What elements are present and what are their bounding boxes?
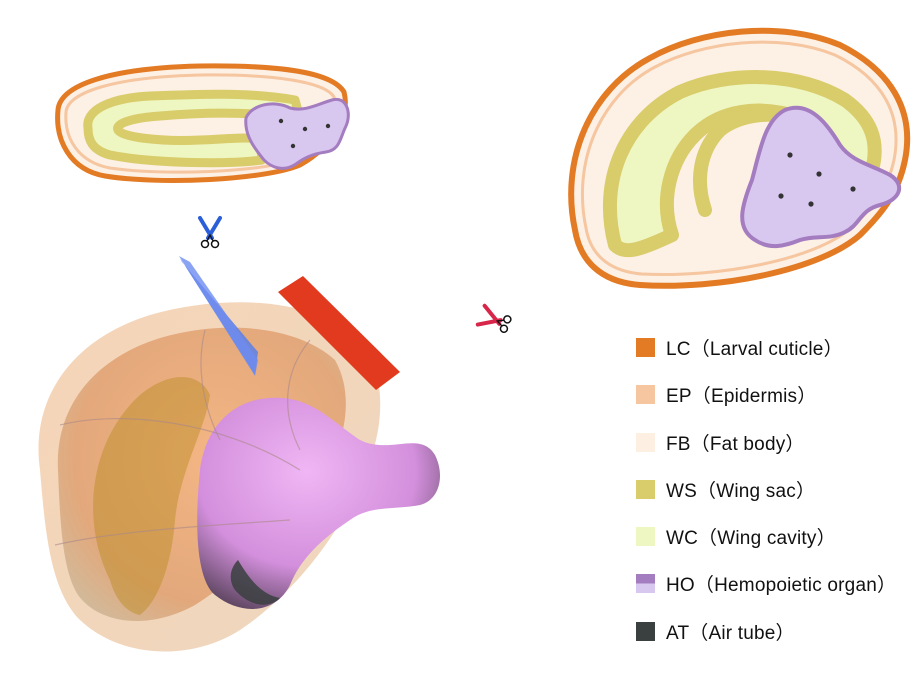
cutting-plane-red [278,276,400,390]
hemopoietic-organ-large [740,105,902,248]
legend-swatch [636,527,655,547]
scissors-icon [198,216,222,249]
legend-label: HO（Hemopoietic organ） [666,575,897,597]
ho-dot [778,193,784,199]
air-tube [230,560,280,605]
contour-line [59,418,301,471]
wing-sac-fold [93,376,210,615]
hemopoietic-organ-3d [197,397,440,609]
contour-line [54,519,291,546]
legend-swatch [636,432,655,452]
scissors-icon [475,303,512,334]
legend-item-ho: HO（Hemopoietic organ） [636,572,921,597]
legend-label: AT（Air tube） [666,622,795,644]
legend-swatch [636,621,655,641]
cross-section-large [568,27,911,289]
wing-sac-small [83,89,305,168]
legend-label: FB（Fat body） [666,433,805,455]
wing-disc-3d-model [38,256,440,652]
legend-label: WS（Wing sac） [666,480,816,502]
ho-dot [302,126,308,132]
legend-swatch [636,385,655,405]
cutting-plane-blue-face [179,256,258,376]
ho-dot [816,171,822,177]
legend-swatch [636,479,655,499]
legend: LC（Larval cuticle） EP（Epidermis） FB（Fat … [636,336,921,667]
legend-item-lc: LC（Larval cuticle） [636,336,921,360]
ho-dot [808,201,814,207]
legend-item-ep: EP（Epidermis） [636,383,921,408]
ho-dot [278,118,284,124]
ho-dot [290,143,296,149]
cross-section-small [55,63,350,183]
legend-swatch [636,338,655,357]
legend-item-at: AT（Air tube） [636,620,921,644]
contour-line [200,329,221,441]
legend-swatch [636,574,655,594]
hemopoietic-organ-small [244,97,350,170]
contour-line [287,339,311,451]
legend-item-wc: WC（Wing cavity） [636,525,921,550]
legend-label: LC（Larval cuticle） [666,339,843,360]
ho-dot [787,152,793,158]
legend-label: EP（Epidermis） [666,386,817,408]
ho-dot [850,186,856,192]
legend-item-ws: WS（Wing sac） [636,478,921,502]
legend-item-fb: FB（Fat body） [636,431,921,455]
legend-label: WC（Wing cavity） [666,528,836,550]
ho-dot [325,123,331,129]
